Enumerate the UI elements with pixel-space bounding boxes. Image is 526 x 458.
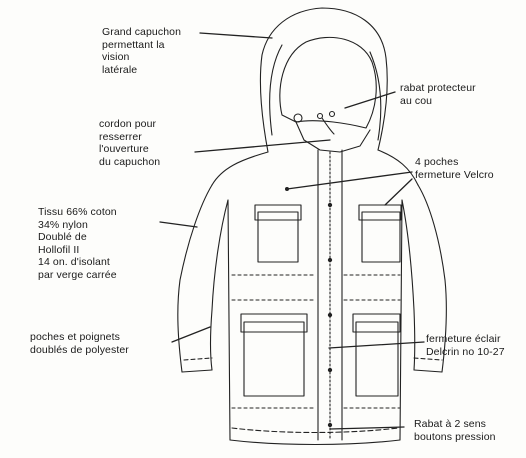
pocket-lower-right [356, 322, 398, 396]
label-storm-flap: Rabat à 2 sens boutons pression [414, 418, 496, 443]
left-sleeve [178, 185, 212, 372]
label-zipper: fermeture éclair Delcrin no 10-27 [426, 333, 505, 358]
label-neck-flap: rabat protecteur au cou [400, 82, 476, 107]
body-outline [228, 200, 230, 440]
label-drawcord: cordon pour resserrer l'ouverture du cap… [99, 118, 160, 168]
hood-opening [280, 37, 376, 128]
label-hood: Grand capuchon permettant la vision laté… [102, 26, 181, 76]
cord-toggle-left [294, 114, 302, 122]
leader-fabric [160, 222, 197, 227]
leader-hood [200, 33, 272, 38]
leader-zipper [329, 342, 424, 348]
label-lining: poches et poignets doublés de polyester [30, 331, 129, 356]
pocket-lower-left [244, 322, 304, 396]
leader-pockets-1 [287, 172, 412, 189]
leader-pockets-2 [385, 179, 412, 205]
pocket-pointer-dot [285, 187, 289, 191]
shoulder-line [212, 152, 268, 185]
hood-outline [260, 8, 387, 152]
leader-neck-flap [345, 92, 395, 108]
label-pockets: 4 poches fermeture Velcro [415, 156, 494, 181]
label-fabric: Tissu 66% coton 34% nylon Doublé de Holl… [38, 206, 117, 281]
leader-lining [172, 327, 210, 342]
hem [230, 440, 400, 445]
leader-drawcord [195, 140, 330, 152]
leader-lines [160, 33, 424, 429]
